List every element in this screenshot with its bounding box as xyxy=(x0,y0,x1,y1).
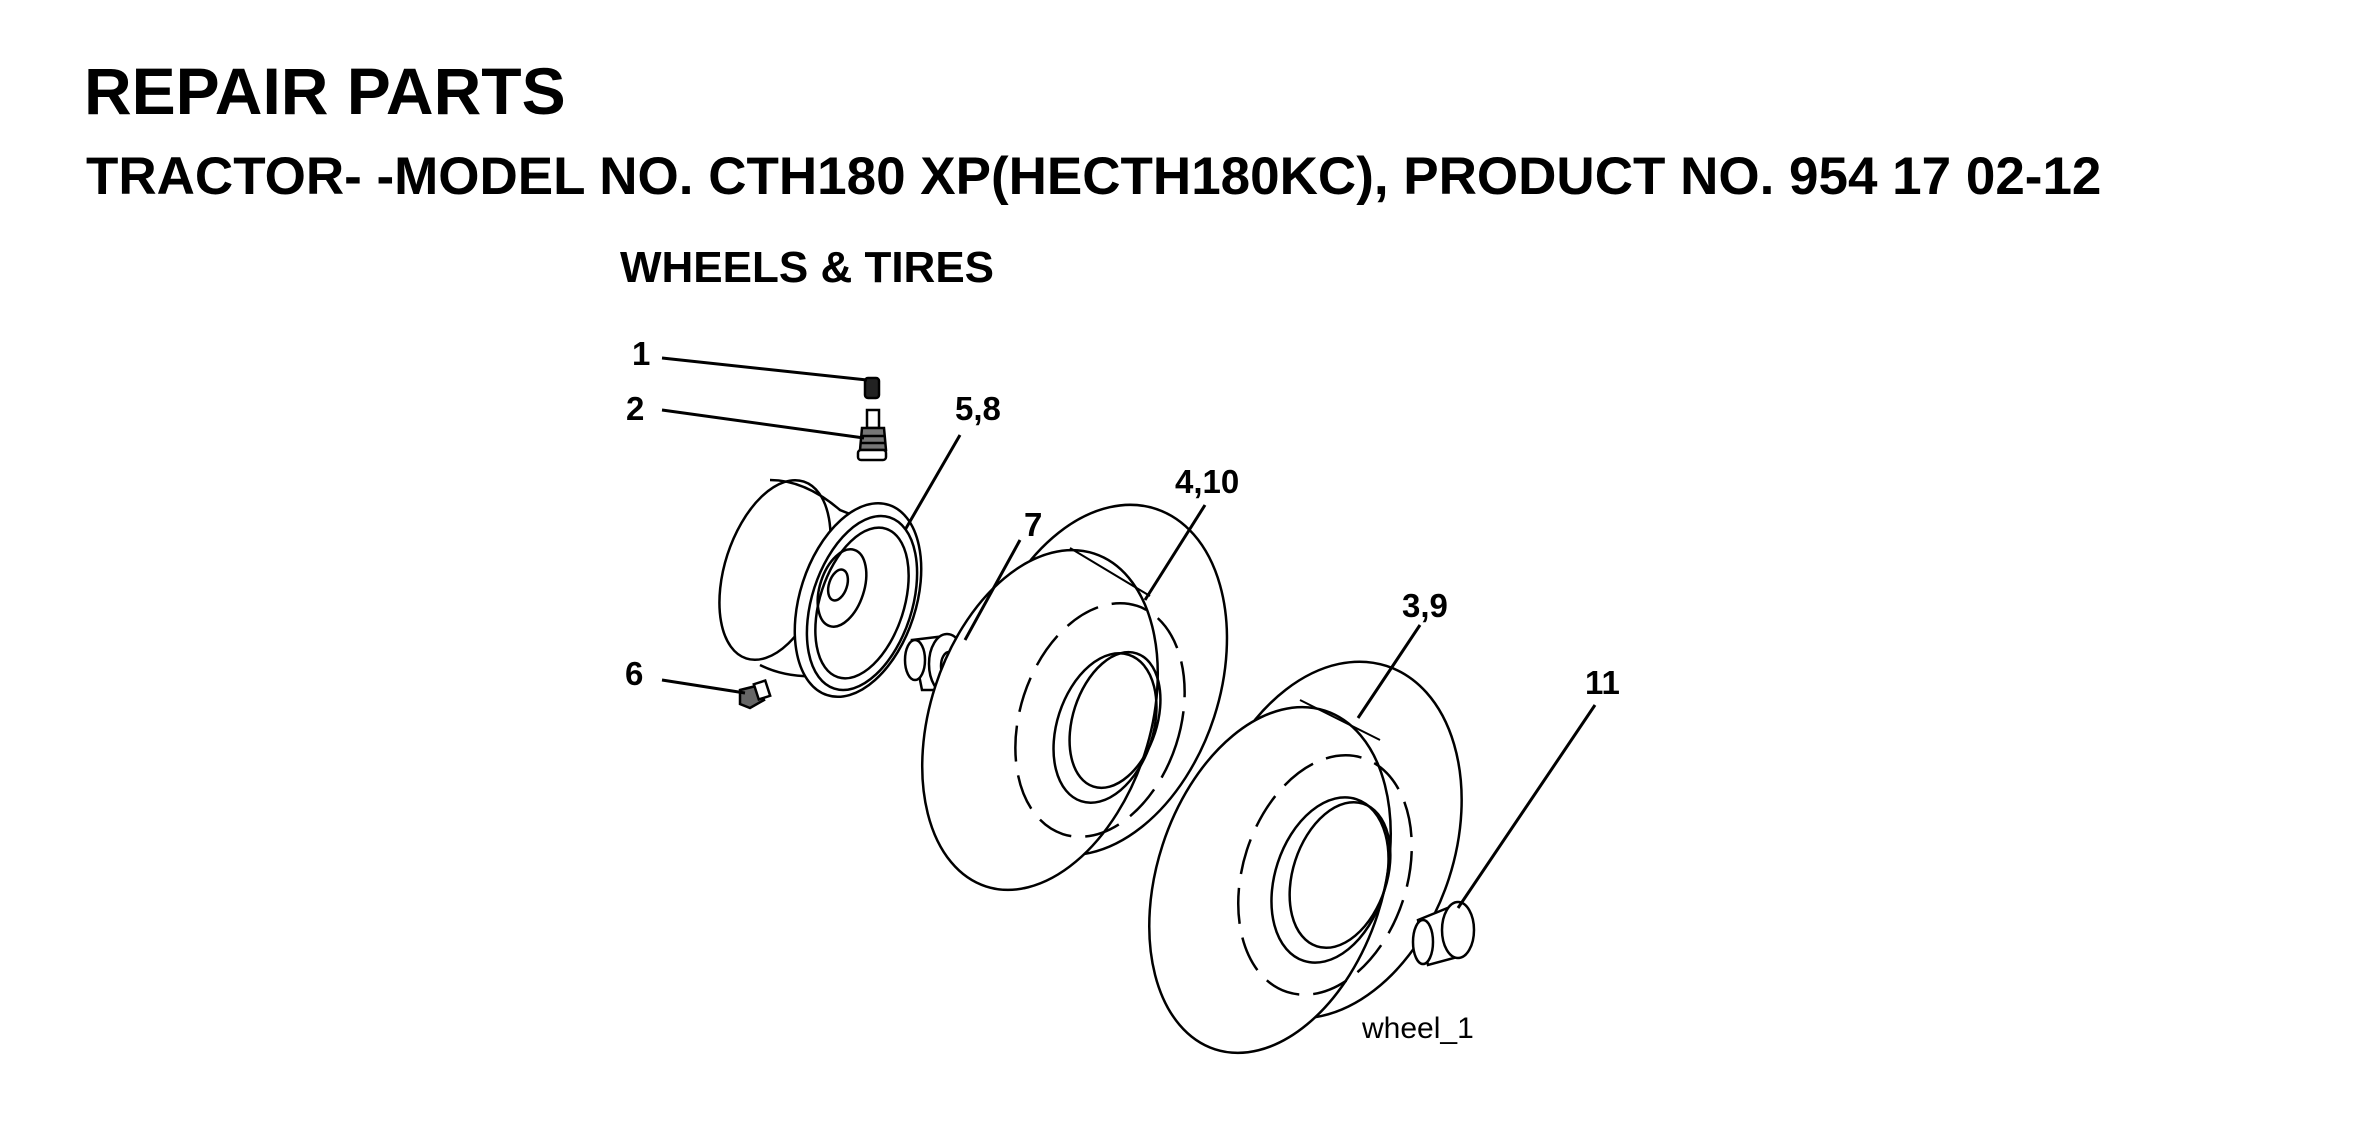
page-title: REPAIR PARTS xyxy=(84,54,566,128)
lug-bolt-part xyxy=(738,678,772,710)
valve-stem-part xyxy=(856,408,888,462)
figure-reference: wheel_1 xyxy=(1361,1012,1474,1045)
leader-line-2 xyxy=(661,408,865,440)
model-subtitle: TRACTOR- -MODEL NO. CTH180 XP(HECTH180KC… xyxy=(86,147,2102,206)
wheel-rim-part xyxy=(718,478,923,699)
rear-tire-part xyxy=(1148,660,1463,1055)
leader-line-11 xyxy=(1456,704,1597,909)
leader-line-7 xyxy=(963,539,1022,641)
callout-3-9: 3,9 xyxy=(1402,587,1448,624)
callout-6: 6 xyxy=(625,655,643,692)
hub-cap-part xyxy=(1411,900,1476,967)
leader-line-5-8 xyxy=(903,434,962,531)
callout-4-10: 4,10 xyxy=(1175,463,1239,500)
leader-line-6 xyxy=(661,678,746,695)
callout-1: 1 xyxy=(632,335,650,372)
front-tire-part xyxy=(920,503,1229,892)
valve-cap-part xyxy=(863,376,881,400)
callout-11: 11 xyxy=(1585,664,1620,701)
leader-line-3-9 xyxy=(1356,624,1422,719)
callout-2: 2 xyxy=(626,390,644,427)
leader-line-4-10 xyxy=(1143,504,1207,601)
section-heading: WHEELS & TIRES xyxy=(620,243,995,292)
leader-line-1 xyxy=(661,356,868,382)
callout-5-8: 5,8 xyxy=(955,390,1001,427)
callout-7: 7 xyxy=(1024,506,1042,543)
